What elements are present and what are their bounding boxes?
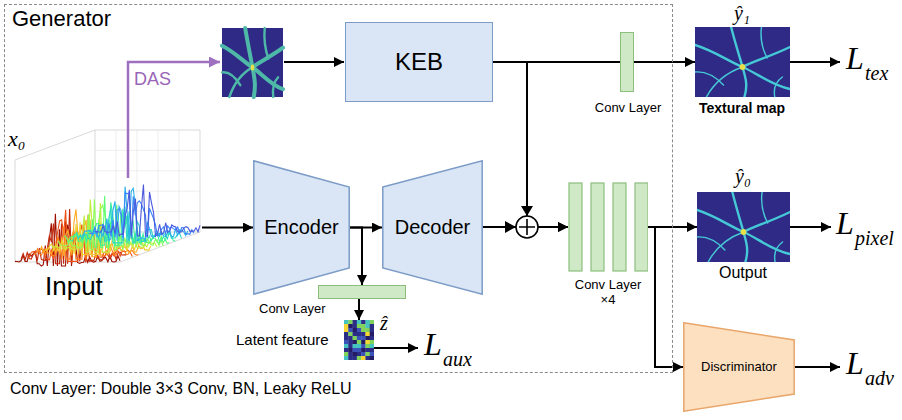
- loss-symbol: L: [424, 328, 442, 360]
- math-symbol: x₀: [8, 126, 25, 151]
- loss-arrow: [790, 61, 840, 63]
- decoder-block: Decoder: [382, 160, 483, 295]
- connector-arrow: [634, 61, 695, 63]
- image-caption: Latent feature: [236, 331, 329, 348]
- loss-subscript: aux: [443, 349, 472, 369]
- conv-layer-stack: Conv Layer ×4: [568, 182, 648, 272]
- caption-note: Conv Layer: Double 3×3 Conv, BN, Leaky R…: [10, 381, 352, 397]
- math-symbol: ŷ₁: [734, 2, 750, 25]
- vessel-image: [695, 27, 790, 97]
- connector-arrow: [358, 299, 360, 320]
- keb-box: KEB: [345, 22, 493, 102]
- waveform-plot: [15, 130, 200, 266]
- das-image: [222, 28, 283, 97]
- image-caption: Textural map: [699, 100, 785, 116]
- loss-subscript: adv: [865, 368, 894, 388]
- conv-layer: Conv Layer: [620, 32, 634, 92]
- generator-region: Generatorx₀InputKEBConv LayerEncoderDeco…: [5, 5, 672, 372]
- input-plot: x₀Input: [12, 128, 202, 265]
- block-label: Discriminator: [701, 360, 777, 375]
- output-image: ŷ₀Output: [697, 192, 790, 262]
- connector-arrow: [202, 227, 253, 229]
- conv-label: Conv Layer: [595, 101, 661, 116]
- discriminator-block: Discriminator: [683, 322, 795, 412]
- image-arrow: [284, 61, 344, 63]
- image-caption: Output: [719, 264, 767, 282]
- connector-arrow: [493, 62, 568, 227]
- block-label: KEB: [395, 48, 443, 76]
- connector-arrow: [350, 228, 362, 286]
- sum-symbol: [505, 206, 538, 238]
- loss-arrow: [795, 366, 840, 368]
- block-label: Decoder: [395, 216, 471, 239]
- loss-symbol: L: [836, 207, 854, 239]
- block-label: Encoder: [264, 216, 339, 239]
- conv-layer: Conv Layer: [318, 285, 406, 299]
- das-arrow: [128, 62, 220, 178]
- latent-feature-map: ẑLatent feature: [344, 320, 374, 360]
- conv-layer-rects: [568, 182, 648, 272]
- loss-subscript: pixel: [855, 228, 894, 248]
- math-symbol: ẑ: [380, 312, 388, 335]
- input-label: Input: [45, 272, 103, 302]
- latent-grid: [344, 320, 374, 360]
- loss-arrow: [374, 347, 418, 349]
- encoder-block: Encoder: [253, 160, 350, 295]
- loss-subscript: tex: [865, 63, 888, 83]
- connector-arrow: [648, 227, 683, 367]
- conv-label: Conv Layer: [259, 302, 325, 317]
- vessel-image: [697, 192, 790, 262]
- region-title: Generator: [12, 6, 111, 31]
- loss-symbol: L: [846, 347, 864, 379]
- loss-symbol: L: [846, 42, 864, 74]
- conv-label: Conv Layer ×4: [566, 278, 650, 308]
- textural-map-image: ŷ₁Textural map: [695, 27, 790, 97]
- process-label: DAS: [134, 70, 171, 88]
- loss-arrow: [790, 226, 831, 228]
- math-symbol: ŷ₀: [735, 165, 751, 188]
